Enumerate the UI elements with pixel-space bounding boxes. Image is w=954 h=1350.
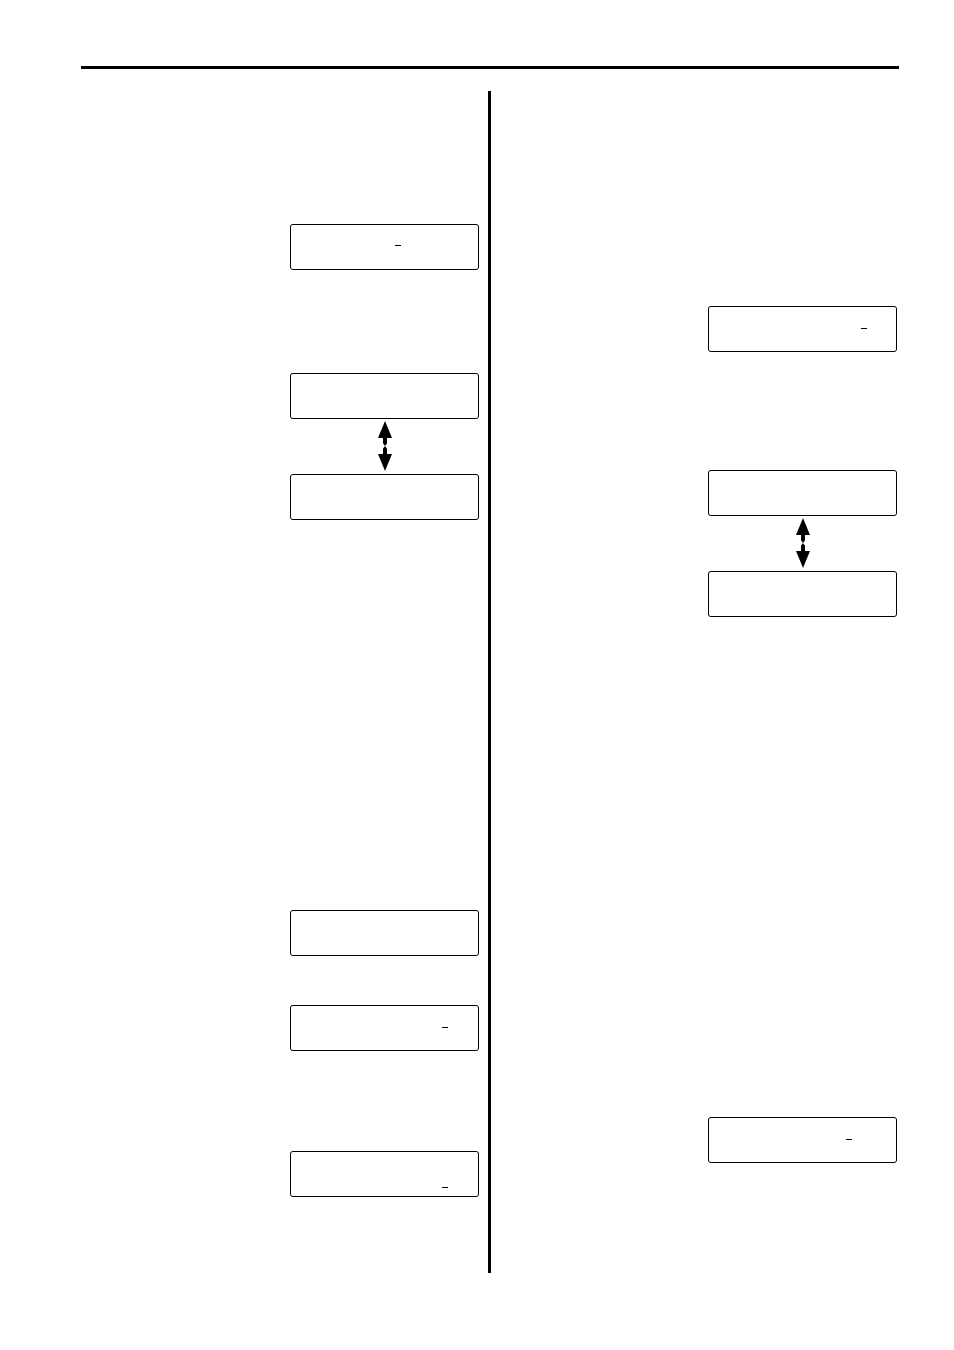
lcd-display-r1 (708, 306, 897, 352)
cursor-mark (442, 1027, 448, 1028)
cursor-mark (442, 1187, 448, 1188)
lcd-display-r2 (708, 470, 897, 516)
header-rule (81, 66, 899, 69)
column-divider (488, 91, 491, 1273)
lcd-display-l4 (290, 910, 479, 956)
lcd-display-l6 (290, 1151, 479, 1197)
lcd-display-l3 (290, 474, 479, 520)
lcd-display-r3 (708, 571, 897, 617)
lcd-display-r4 (708, 1117, 897, 1163)
double-arrow-up-down-icon (796, 518, 810, 568)
cursor-mark (395, 245, 401, 246)
lcd-display-l2 (290, 373, 479, 419)
cursor-mark (861, 328, 867, 329)
cursor-mark (846, 1139, 852, 1140)
lcd-display-l1 (290, 224, 479, 270)
lcd-display-l5 (290, 1005, 479, 1051)
double-arrow-up-down-icon (378, 421, 392, 471)
